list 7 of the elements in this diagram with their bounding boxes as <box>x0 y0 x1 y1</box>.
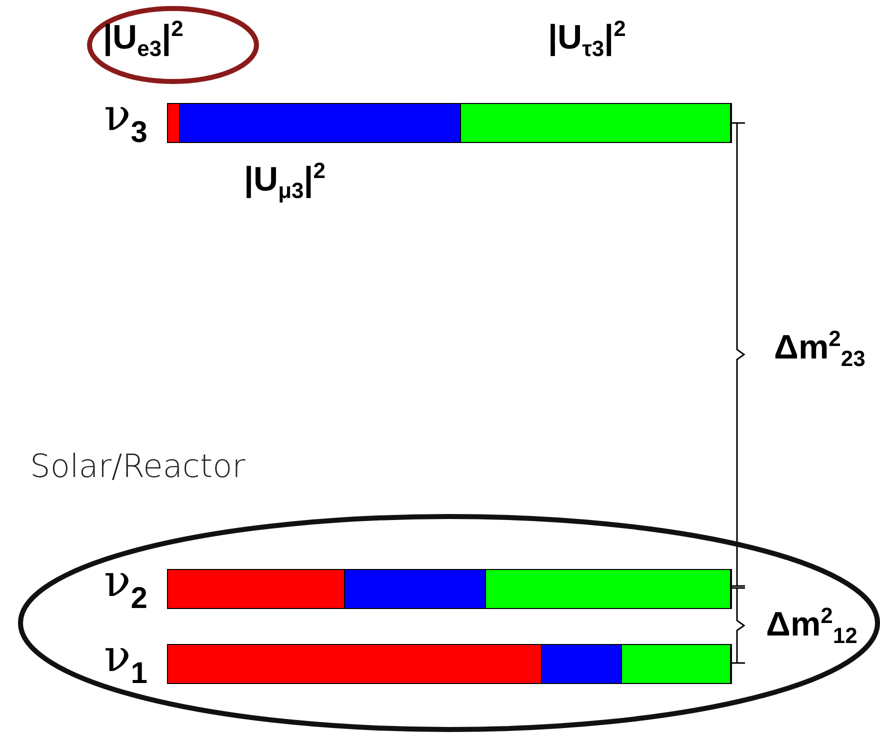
matrix-element-label: |U$_{e3}$|$^{2}$ <box>103 16 184 62</box>
group-label: Solar/Reactor <box>30 447 246 485</box>
mass-state-label: ν$_{1}$ <box>104 635 148 689</box>
matrix-element-label: |U$_{μ3}$|$^{2}$ <box>244 158 326 204</box>
mass-state-label: ν$_{2}$ <box>104 560 148 614</box>
matrix-element-label: |U$_{τ3}$|$^{2}$ <box>548 16 626 62</box>
mass-state-label: ν$_{3}$ <box>104 94 148 148</box>
